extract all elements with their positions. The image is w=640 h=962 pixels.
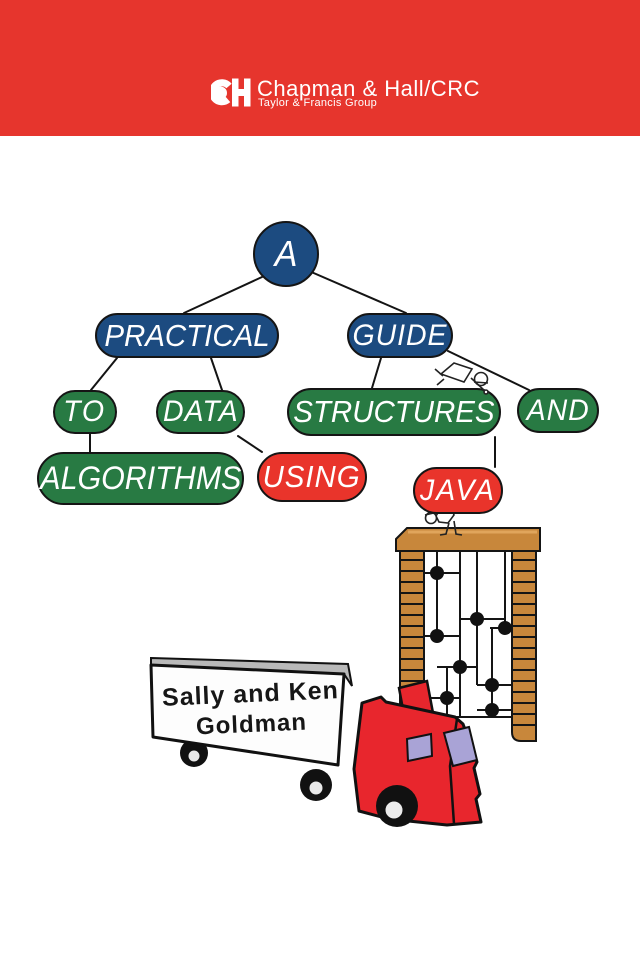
trailer-wheels [180, 739, 332, 801]
tree-node-label: STRUCTURES [293, 394, 495, 429]
climber-figure-icon [434, 362, 489, 395]
tree-node-to: TO [53, 390, 117, 434]
tree-node-structures: STRUCTURES [287, 388, 501, 436]
tree-node-label: AND [526, 393, 590, 427]
tree-node-label: ALGORITHMS [40, 460, 242, 496]
tree-node-and: AND [517, 388, 599, 433]
tree-node-label: TO [63, 395, 107, 428]
tree-node-label: A [274, 233, 298, 274]
tree-node-practical: PRACTICAL [95, 313, 279, 358]
tree-node-label: GUIDE [352, 318, 448, 352]
tree-grid [423, 550, 513, 718]
tree-node-using: USING [257, 452, 367, 502]
tree-node-algorithms: ALGORITHMS [37, 452, 244, 505]
tree-node-label: USING [262, 459, 362, 494]
cab [352, 679, 483, 827]
side-window [405, 732, 434, 763]
right-ladder [511, 550, 537, 742]
ch-monogram-icon [211, 78, 251, 107]
tree-node-label: DATA [162, 395, 239, 428]
mondrian-tree-bookcase-icon [395, 527, 541, 745]
publisher-group: Taylor & Francis Group [258, 97, 378, 109]
tree-node-data: DATA [156, 390, 245, 434]
tree-node-java: JAVA [413, 467, 503, 514]
tree-node-label: JAVA [420, 473, 496, 507]
tree-node-a: A [253, 221, 319, 287]
trailer [149, 663, 346, 767]
tree-node-label: PRACTICAL [104, 317, 270, 353]
publisher-banner: Chapman & Hall/CRC Taylor & Francis Grou… [0, 0, 640, 136]
moving-truck-icon [149, 656, 483, 827]
publisher-name: Chapman & Hall/CRC [257, 76, 480, 101]
windshield [442, 725, 479, 768]
tree-node-guide: GUIDE [347, 313, 453, 358]
beam [395, 527, 541, 552]
author-names-line2: Goldman [195, 708, 308, 741]
